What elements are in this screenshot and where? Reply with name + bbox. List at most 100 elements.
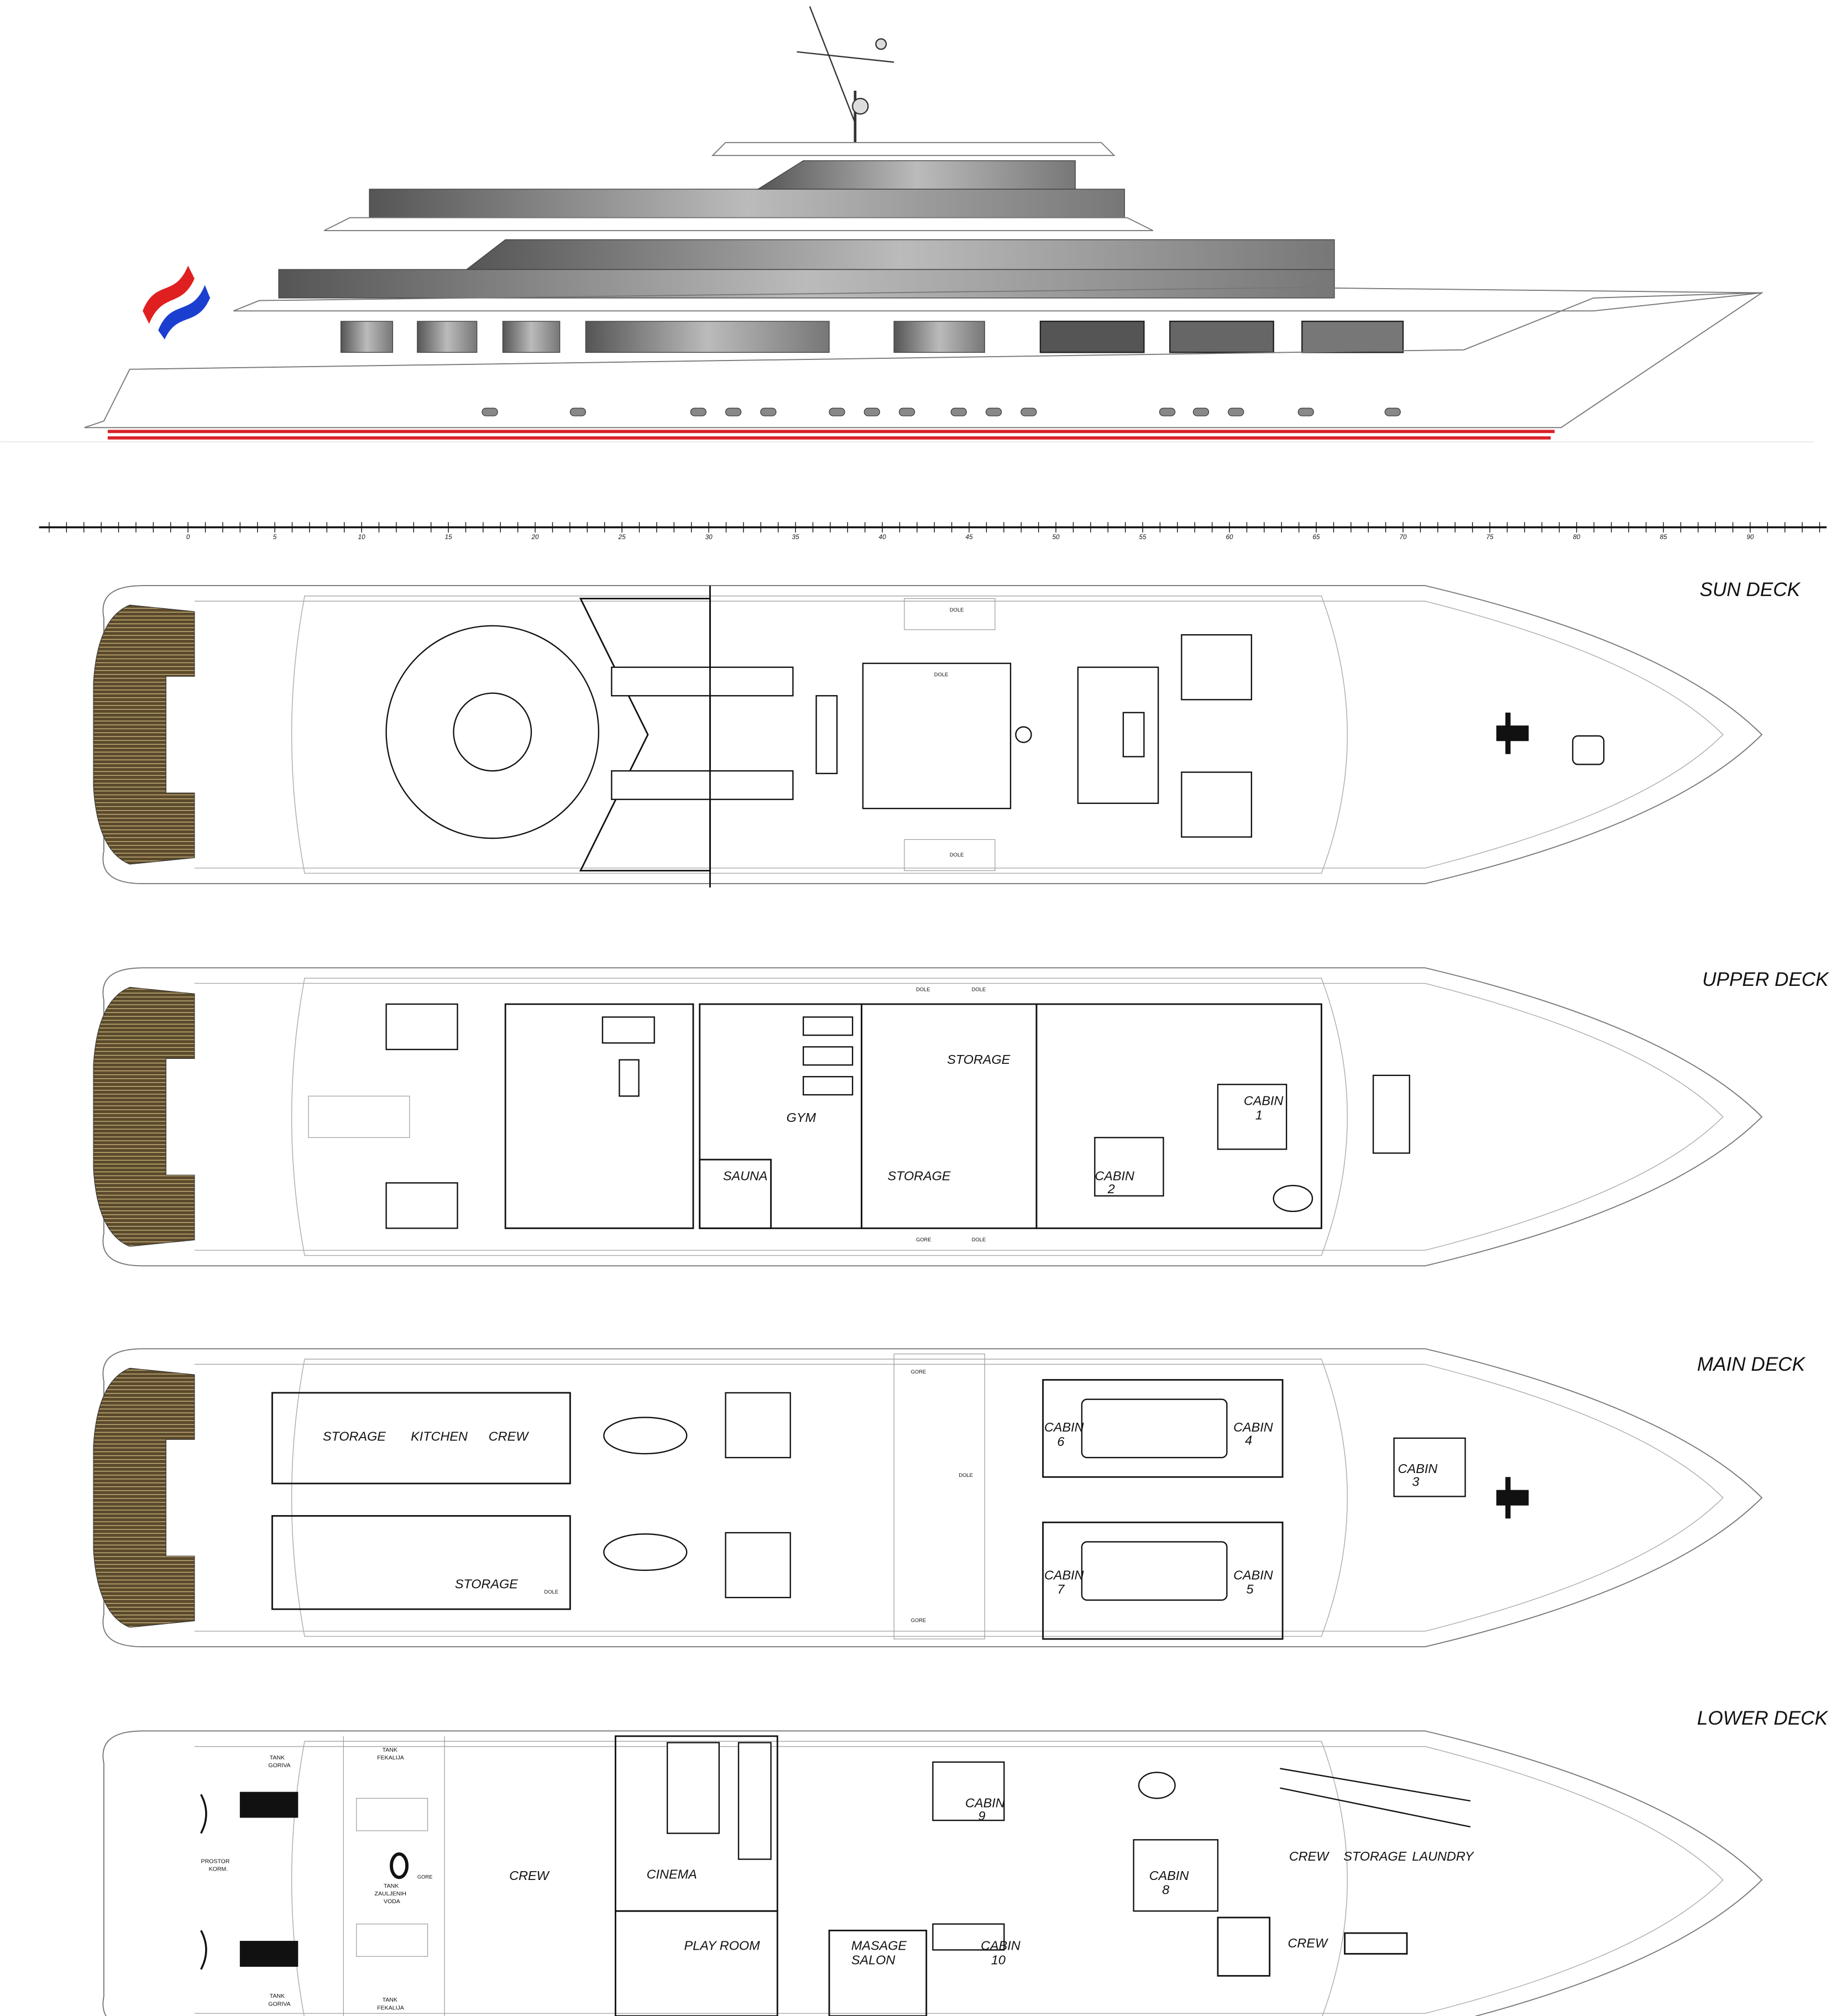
stair-label: GORE (916, 1237, 931, 1242)
ruler-tick-label: 40 (879, 534, 887, 541)
stair-label: DOLE (959, 1472, 973, 1478)
bed (932, 1761, 1005, 1821)
room-label-cinema: CINEMA (647, 1867, 697, 1882)
stair-label: DOLE (934, 672, 949, 677)
hull-outline (102, 967, 1763, 1267)
room-label-crew: CREW (509, 1868, 549, 1883)
dining-table (603, 1417, 688, 1455)
deck-title-upper: UPPER DECK (1702, 969, 1829, 990)
room-label-play-room: PLAY ROOM (684, 1938, 761, 1952)
flag-logo (143, 265, 210, 340)
ruler-tick-label: 35 (792, 534, 800, 541)
room-label-kitchen: KITCHEN (411, 1429, 468, 1444)
anchor-windlass-icon (1496, 712, 1529, 754)
hull-outline (102, 585, 1763, 884)
bed (1217, 1084, 1287, 1150)
superstructure-outline (291, 978, 1348, 1256)
jacuzzi (453, 692, 532, 772)
sun-deck-plan (93, 585, 1763, 884)
dining-table (603, 1533, 688, 1571)
superstructure-outline (291, 1359, 1348, 1637)
ruler-tick-label: 0 (186, 534, 190, 541)
upper-deck-furniture (308, 1003, 1410, 1229)
hull-outline (102, 1730, 1763, 2016)
engine (356, 1924, 428, 1957)
room-label-laundry: LAUNDRY (1412, 1849, 1474, 1863)
generator (239, 1792, 299, 1818)
hull-outline (102, 1348, 1763, 1648)
lower-deck-plan (102, 1730, 1763, 2016)
ruler-tick-label: 10 (358, 534, 366, 541)
room-label-gym: GYM (787, 1110, 816, 1125)
stair-label: DOLE (950, 607, 964, 613)
superstructure-outline (291, 1741, 1348, 2016)
mast (797, 6, 894, 143)
dining-table (385, 1182, 458, 1229)
stair-label: DOLE (972, 1237, 986, 1242)
sun-deck-bar (862, 662, 1012, 809)
room-label-sauna: SAUNA (723, 1169, 768, 1183)
ruler-tick-label: 75 (1486, 534, 1494, 541)
teak-swim-platform (93, 1367, 195, 1628)
portholes (481, 408, 1401, 416)
teak-swim-platform (93, 986, 195, 1247)
bed (1133, 1839, 1219, 1912)
room-label-storage: STORAGE (947, 1052, 1010, 1067)
room-label-crew: CREW (1289, 1849, 1329, 1863)
ruler-tick-label: 20 (531, 534, 540, 541)
sun-shade (579, 598, 711, 872)
stair-label: GORE (911, 1618, 927, 1623)
dining-table (385, 1003, 458, 1051)
ruler-tick-label: 60 (1226, 534, 1234, 541)
sunbed (1181, 771, 1253, 838)
ruler-tick-label: 80 (1573, 534, 1581, 541)
anchor-windlass-icon (1496, 1477, 1529, 1519)
stair-label: GORE (417, 1874, 433, 1880)
room-label-storage: STORAGE (1343, 1849, 1406, 1863)
room-label-crew: CREW (489, 1429, 529, 1444)
ruler-tick-label: 15 (445, 534, 453, 541)
stair-label: DOLE (972, 987, 986, 993)
deck-title-sun: SUN DECK (1700, 579, 1801, 600)
lower-deck-furniture (200, 1735, 1471, 2016)
upper-deck-plan (93, 967, 1763, 1267)
ruler-tick-label: 30 (705, 534, 713, 541)
ruler-tick-label: 70 (1400, 534, 1407, 541)
propeller-icon (200, 1794, 207, 1970)
ruler-tick-label: 55 (1139, 534, 1147, 541)
stair-label: DOLE (916, 987, 930, 993)
sunbed (1181, 634, 1253, 701)
ruler-tick-label: 5 (273, 534, 277, 541)
room-label-storage: STORAGE (887, 1169, 950, 1183)
upper-deck-windows (278, 269, 1335, 299)
bed (1393, 1437, 1466, 1497)
deck-title-main: MAIN DECK (1697, 1354, 1806, 1375)
room-label-storage: STORAGE (455, 1577, 518, 1591)
ruler-tick-label: 50 (1053, 534, 1060, 541)
bed (1094, 1137, 1164, 1197)
main-deck-windows (340, 320, 1404, 353)
ruler-tick-label: 90 (1746, 534, 1754, 541)
room-label-crew: CREW (1287, 1936, 1328, 1950)
sun-deck-furniture: DOLE DOLE DOLE (385, 586, 1605, 888)
stair-label: DOLE (950, 852, 964, 858)
side-profile (0, 6, 1814, 442)
main-deck-plan (93, 1348, 1763, 1648)
